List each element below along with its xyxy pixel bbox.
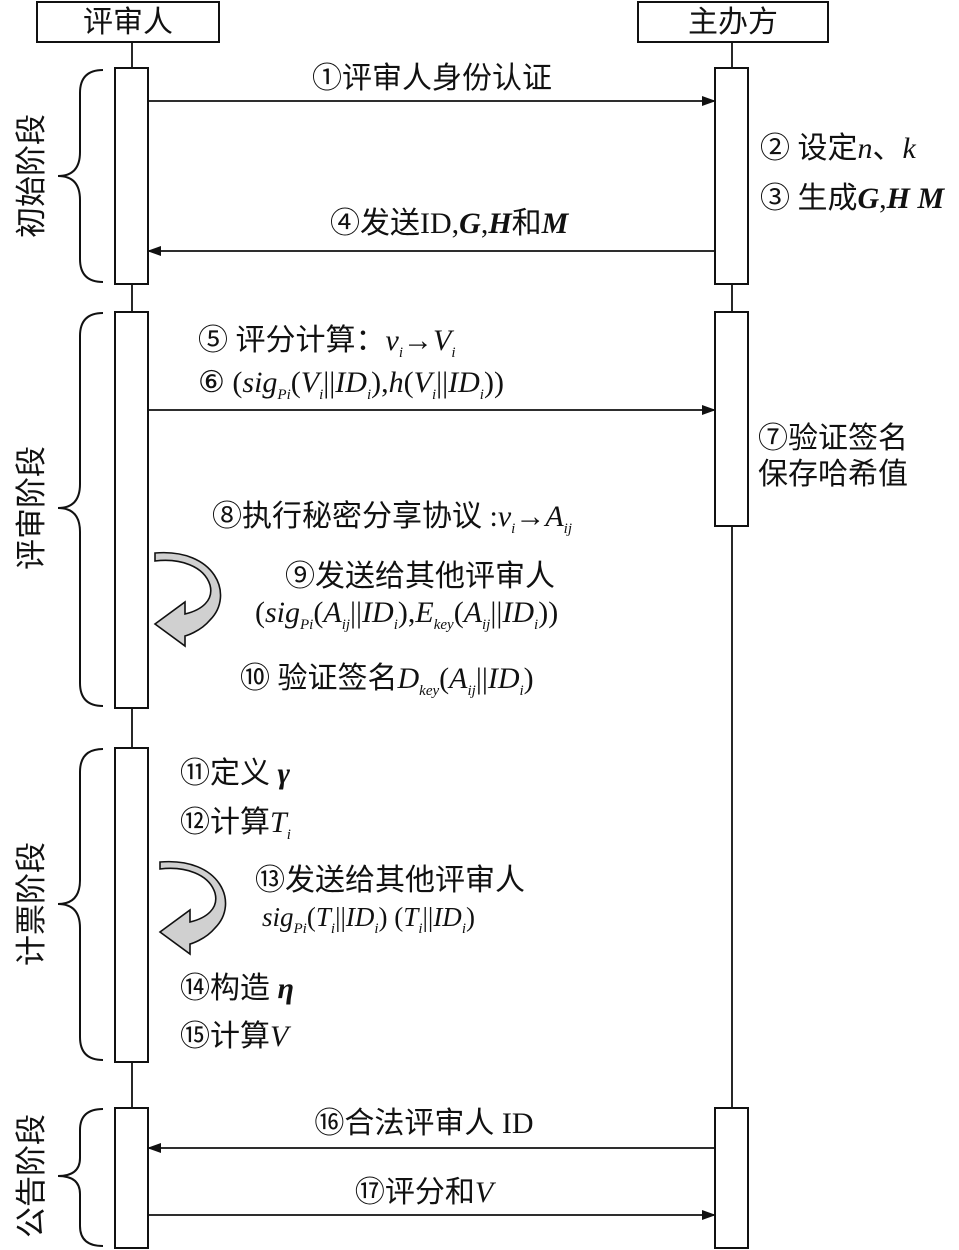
step-7-line1: ⑦验证签名 bbox=[758, 422, 908, 455]
brace-review bbox=[57, 312, 104, 707]
step-13-line1: ⑬发送给其他评审人 bbox=[255, 864, 525, 897]
step-9-line1: ⑨发送给其他评审人 bbox=[285, 560, 555, 593]
step-6-label: ⑥ (sigPi(Vi||IDi),h(Vi||IDi)) bbox=[198, 366, 504, 403]
brace-announce bbox=[57, 1108, 104, 1247]
step-9-line2: (sigPi(Aij||IDi),Ekey(Aij||IDi)) bbox=[255, 596, 558, 633]
phase-label-tally: 计票阶段 bbox=[14, 842, 49, 966]
step-13-line2: sigPi(Ti||IDi) (Ti||IDi) bbox=[262, 902, 475, 937]
step-7-line2: 保存哈希值 bbox=[758, 458, 908, 491]
phase-label-init: 初始阶段 bbox=[14, 114, 49, 238]
step-1-label: ①评审人身份认证 bbox=[312, 62, 552, 95]
participant-organizer: 主办方 bbox=[637, 1, 829, 43]
brace-tally bbox=[57, 748, 104, 1061]
organizer-activation-review bbox=[714, 311, 749, 527]
step-4-label: ④发送ID,G,H和M bbox=[330, 207, 570, 240]
step-8-label: ⑧执行秘密分享协议 :vi→Aij bbox=[212, 500, 572, 537]
step-14-label: ⑭构造 η bbox=[180, 972, 294, 1005]
brace-init bbox=[57, 69, 104, 283]
step-2-label: ② 设定n、k bbox=[760, 132, 917, 165]
step-16-label: ⑯合法评审人 ID bbox=[314, 1107, 533, 1140]
reviewer-activation-init bbox=[114, 67, 149, 285]
step-17-label: ⑰评分和V bbox=[355, 1176, 497, 1209]
self-loop-arrow-tally bbox=[158, 860, 227, 956]
organizer-activation-init bbox=[714, 67, 749, 285]
reviewer-activation-announce bbox=[114, 1107, 149, 1249]
reviewer-activation-tally bbox=[114, 747, 149, 1063]
reviewer-activation-review bbox=[114, 311, 149, 709]
participant-reviewer: 评审人 bbox=[36, 1, 220, 43]
organizer-activation-announce bbox=[714, 1107, 749, 1249]
step-12-label: ⑫计算Ti bbox=[180, 806, 291, 843]
phase-label-announce: 公告阶段 bbox=[14, 1114, 49, 1238]
phase-label-review: 评审阶段 bbox=[14, 446, 49, 570]
step-11-label: ⑪定义 γ bbox=[180, 757, 291, 790]
step-3-label: ③ 生成G,H M bbox=[760, 182, 946, 215]
self-loop-arrow-review bbox=[153, 551, 222, 648]
step-15-label: ⑮计算V bbox=[180, 1020, 292, 1053]
participant-organizer-label: 主办方 bbox=[688, 6, 778, 39]
step-5-label: ⑤ 评分计算：vi→Vi bbox=[198, 324, 456, 361]
participant-reviewer-label: 评审人 bbox=[83, 6, 173, 39]
step-10-label: ⑩ 验证签名Dkey(Aij||IDi) bbox=[240, 662, 534, 699]
